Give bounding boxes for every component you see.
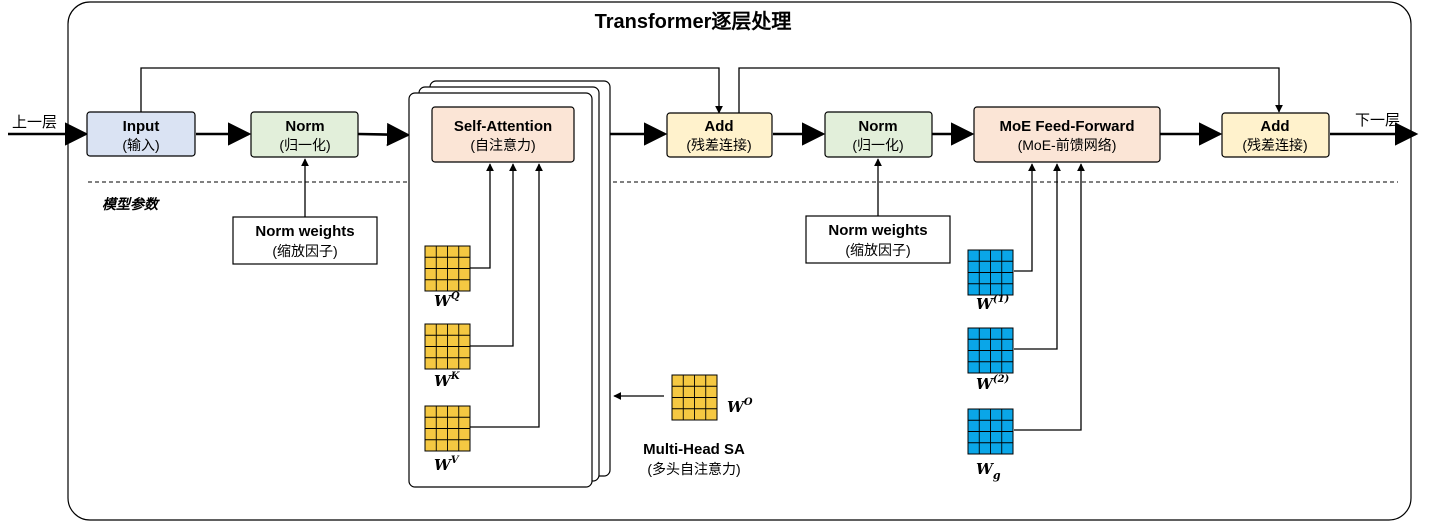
flow-arrow-norm-attn (357, 122, 411, 147)
wg-matrix-icon (967, 408, 1014, 455)
residual-skip-2 (738, 67, 1283, 113)
w1-matrix-icon (967, 249, 1014, 296)
w2-connector (1014, 163, 1061, 350)
input-block: Input (输入) (86, 111, 196, 157)
wv-matrix-icon (424, 405, 471, 452)
norm-block-1-title: Norm (285, 118, 324, 135)
wq-matrix-icon (424, 245, 471, 292)
add-block-1-subtitle: (残差连接) (686, 137, 751, 153)
wg-connector (1014, 163, 1085, 431)
self-attention-title: Self-Attention (454, 118, 552, 135)
wk-label: WK (434, 371, 461, 390)
multi-head-title: Multi-Head SA (643, 441, 745, 458)
diagram-title: Transformer逐层处理 (595, 9, 792, 33)
self-attention-subtitle: (自注意力) (470, 137, 535, 153)
wk-connector (470, 163, 517, 347)
norm-weights-2: Norm weights (缩放因子) (805, 215, 951, 264)
head-card-front (408, 92, 593, 488)
wv-connector (470, 163, 543, 428)
w1-connector (1014, 163, 1036, 272)
input-source-label: 上一层 (12, 114, 57, 131)
self-attention-block: Self-Attention (自注意力) (431, 106, 575, 163)
wo-matrix-icon (671, 374, 718, 421)
norm-weights-1: Norm weights (缩放因子) (232, 216, 378, 265)
input-block-subtitle: (输入) (122, 137, 159, 153)
moe-feed-forward-block: MoE Feed-Forward (MoE-前馈网络) (973, 106, 1161, 163)
moe-block-subtitle: (MoE-前馈网络) (1018, 137, 1117, 153)
norm-weights-2-subtitle: (缩放因子) (845, 242, 910, 258)
w2-matrix-icon (967, 327, 1014, 374)
input-block-title: Input (123, 118, 160, 135)
wq-connector (470, 163, 494, 269)
norm-weights-1-subtitle: (缩放因子) (272, 243, 337, 259)
add-block-1-title: Add (704, 118, 733, 135)
residual-skip-1 (140, 67, 723, 114)
wk-matrix-icon (424, 323, 471, 370)
w1-label: W(1) (976, 294, 1010, 313)
add-block-2-subtitle: (残差连接) (1242, 137, 1307, 153)
wv-label: WV (434, 455, 460, 474)
wo-label: WO (727, 397, 753, 416)
moe-block-title: MoE Feed-Forward (999, 118, 1134, 135)
add-block-1: Add (残差连接) (666, 112, 773, 158)
norm-block-1: Norm (归一化) (250, 111, 359, 158)
wg-label: Wg (976, 460, 1001, 482)
add-block-2-title: Add (1260, 118, 1289, 135)
add-block-2: Add (残差连接) (1221, 112, 1330, 158)
norm-block-2-title: Norm (858, 118, 897, 135)
wq-label: WQ (434, 291, 460, 310)
norm-block-2: Norm (归一化) (824, 111, 933, 158)
norm-weights-2-title: Norm weights (828, 222, 927, 239)
model-params-label: 模型参数 (102, 196, 160, 212)
w2-label: W(2) (976, 374, 1010, 393)
output-target-label: 下一层 (1355, 112, 1400, 129)
norm-block-2-subtitle: (归一化) (852, 137, 903, 153)
norm-block-1-subtitle: (归一化) (279, 137, 330, 153)
multi-head-subtitle: (多头自注意力) (647, 461, 740, 477)
norm-weights-1-title: Norm weights (255, 223, 354, 240)
